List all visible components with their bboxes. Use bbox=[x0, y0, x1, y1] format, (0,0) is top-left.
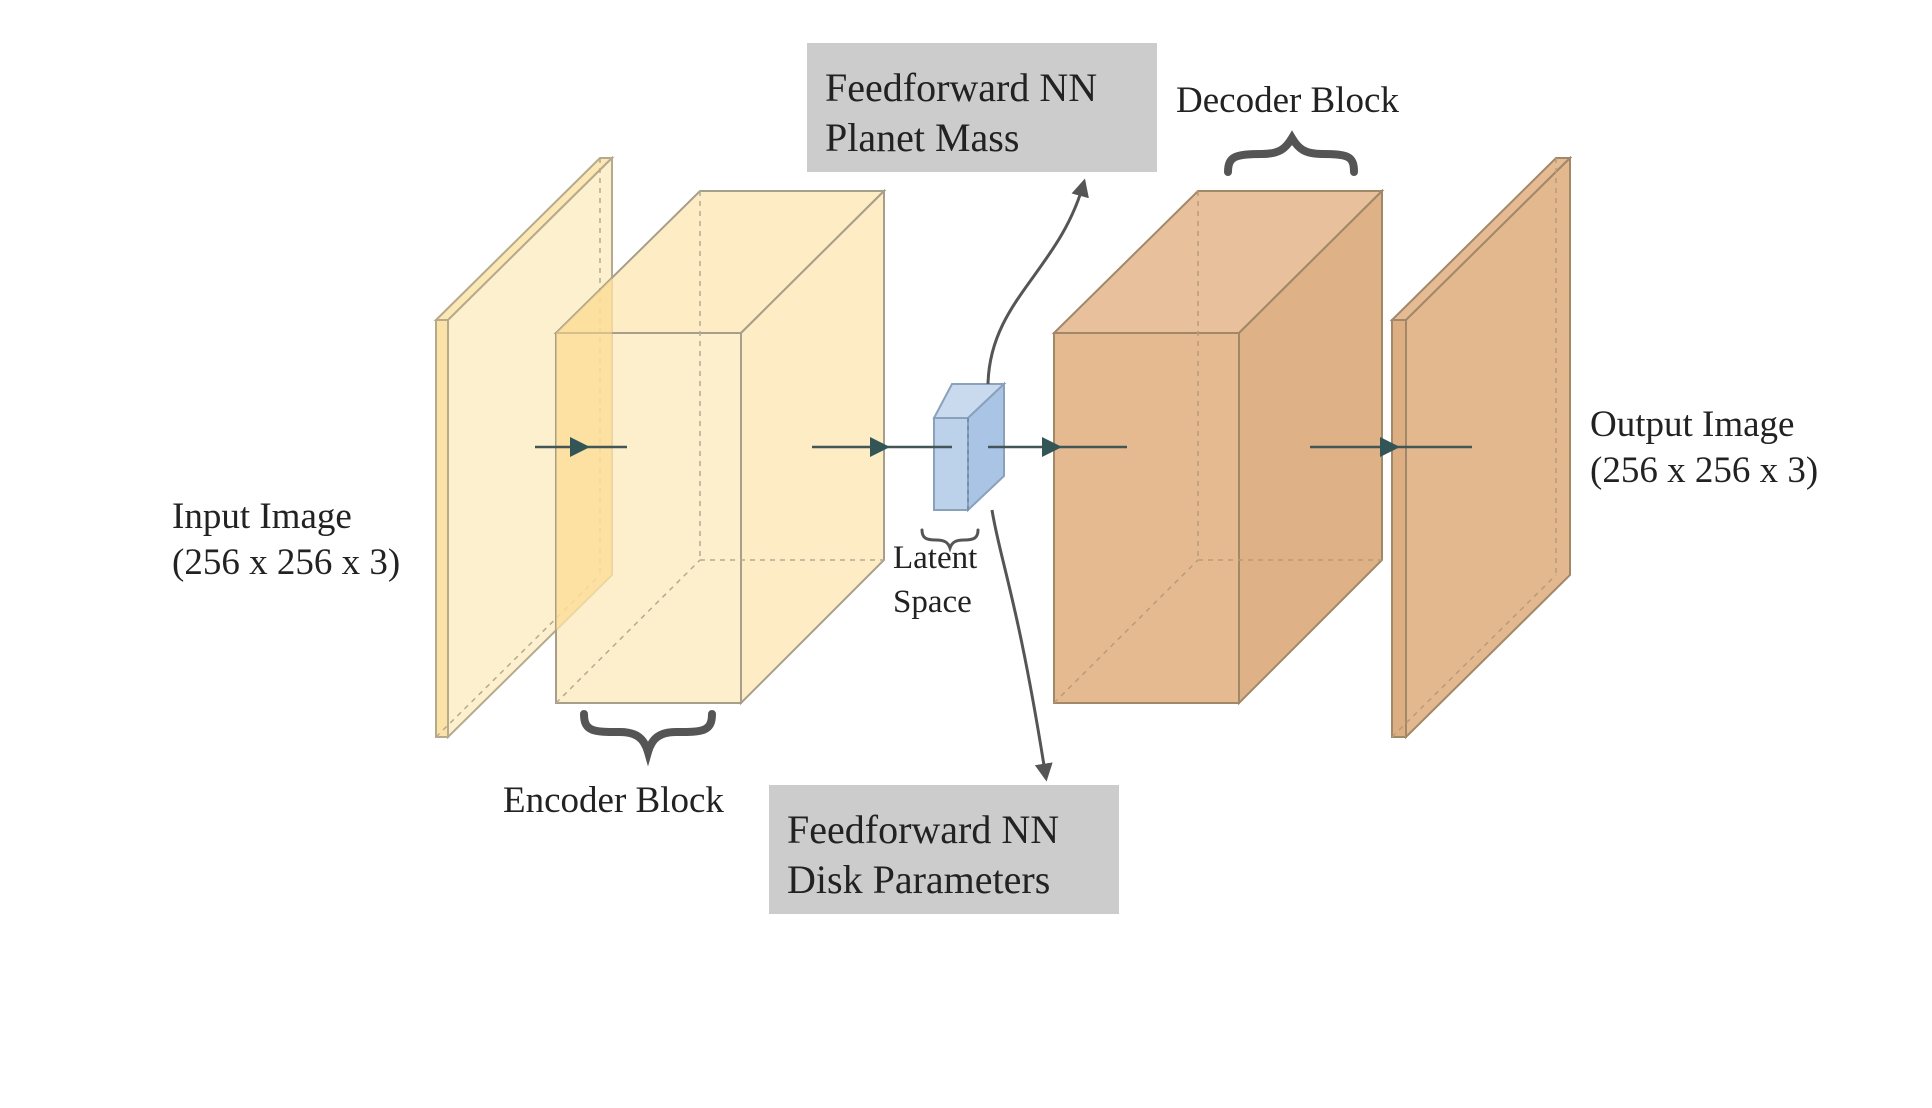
latent-brace bbox=[920, 528, 980, 553]
input-image-label-line2: (256 x 256 x 3) bbox=[172, 542, 401, 583]
planet-mass-box-line1: Feedforward NN bbox=[825, 65, 1098, 110]
disk-parameters-box-line2: Disk Parameters bbox=[787, 857, 1051, 902]
output-image-label: Output Image (256 x 256 x 3) bbox=[1590, 402, 1818, 494]
disk-params-branch-arrow bbox=[990, 509, 1053, 782]
latent-space-cube bbox=[932, 381, 1007, 513]
decoder-block-label: Decoder Block bbox=[1176, 80, 1399, 121]
input-image-label-line1: Input Image bbox=[172, 496, 352, 537]
latent-space-label-line1: Latent bbox=[893, 540, 978, 576]
encoder-brace bbox=[580, 710, 716, 767]
planet-mass-box: Feedforward NN Planet Mass bbox=[807, 43, 1157, 172]
decoder-brace bbox=[1224, 130, 1358, 176]
output-image-label-line2: (256 x 256 x 3) bbox=[1590, 450, 1819, 491]
output-image-label-line1: Output Image bbox=[1590, 404, 1795, 445]
output-image-slab bbox=[1389, 155, 1573, 740]
latent-space-label-line2: Space bbox=[893, 584, 972, 620]
planet-mass-branch-arrow bbox=[986, 178, 1089, 385]
latent-space-label: Latent Space bbox=[893, 536, 977, 624]
encoder-block-label: Encoder Block bbox=[503, 780, 724, 821]
disk-parameters-box: Feedforward NN Disk Parameters bbox=[769, 785, 1119, 914]
input-image-label: Input Image (256 x 256 x 3) bbox=[172, 494, 400, 586]
planet-mass-box-line2: Planet Mass bbox=[825, 115, 1020, 160]
disk-parameters-box-line1: Feedforward NN bbox=[787, 807, 1060, 852]
